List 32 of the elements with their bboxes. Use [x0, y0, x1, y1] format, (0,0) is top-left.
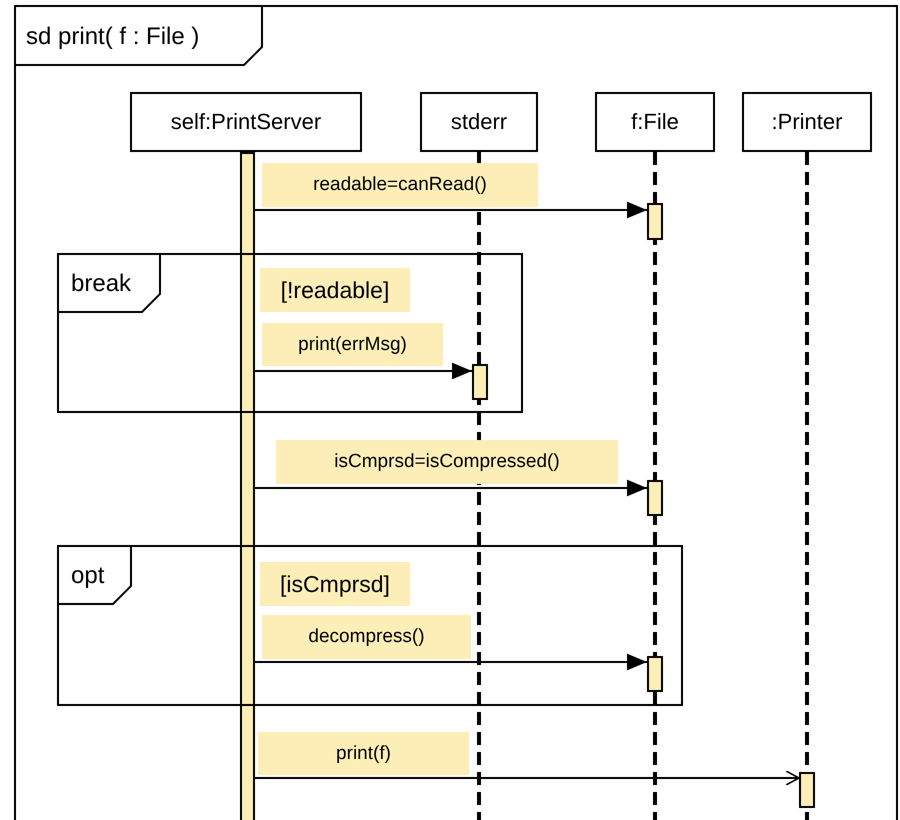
fragment-operator: sd print( f : File ) [26, 25, 200, 49]
lifeline-name: :Printer [772, 109, 842, 135]
fragment-frame [14, 5, 898, 820]
lifeline-head [420, 92, 538, 152]
guard-condition: [!readable] [260, 268, 410, 312]
lifeline-name: stderr [450, 109, 508, 135]
message-arrow [255, 362, 472, 380]
message-label: readable=canRead() [262, 163, 538, 207]
fragment-frame [57, 545, 683, 706]
activation-bar [799, 772, 815, 808]
activation-bar [472, 364, 488, 400]
message-label: decompress() [262, 615, 471, 659]
activation-bar [647, 656, 663, 692]
message-arrow [255, 654, 647, 670]
message-arrow [255, 770, 800, 786]
message-label: print(f) [258, 732, 469, 775]
lifeline-name: self:PrintServer [170, 109, 322, 135]
lifeline-name: f:File [631, 109, 679, 135]
activation-bar [647, 480, 663, 516]
activation-bar [240, 152, 255, 820]
message-arrow [255, 480, 647, 496]
lifeline-head [130, 92, 362, 152]
fragment-operator: opt [71, 564, 104, 588]
activation-bar [647, 203, 663, 240]
lifeline-head [595, 92, 715, 152]
message-arrow [255, 202, 647, 218]
message-label: print(errMsg) [262, 323, 443, 366]
message-label: isCmprsd=isCompressed() [276, 440, 618, 484]
guard-condition: [isCmprsd] [260, 562, 410, 606]
fragment-operator: break [71, 272, 132, 296]
fragment-frame [57, 253, 523, 413]
lifeline-head [742, 92, 872, 152]
